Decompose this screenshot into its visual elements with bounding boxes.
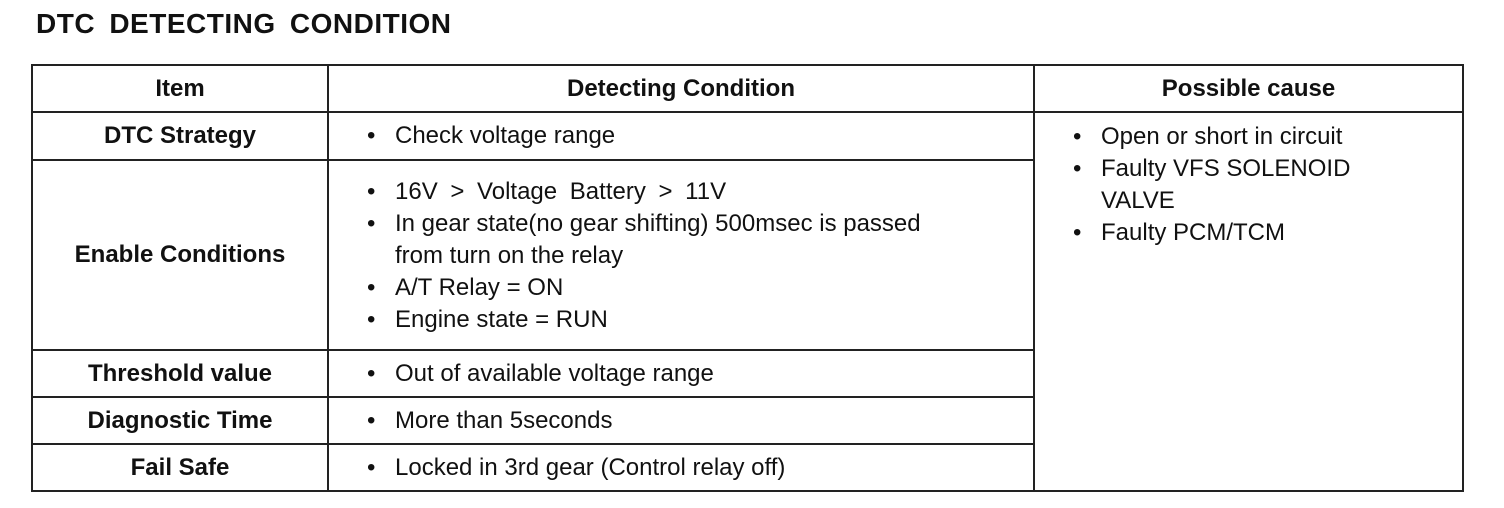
condition-item: More than 5seconds <box>367 405 1033 437</box>
condition-list: More than 5seconds <box>367 405 1033 437</box>
table-row: Diagnostic Time More than 5seconds <box>31 396 1463 445</box>
condition-list: Locked in 3rd gear (Control relay off) <box>367 452 1033 484</box>
condition-item: Check voltage range <box>367 120 1033 152</box>
table-row: Threshold value Out of available voltage… <box>31 349 1463 398</box>
condition-item: In gear state(no gear shifting) 500msec … <box>367 208 925 272</box>
table-header-row: Item Detecting Condition Possible cause <box>31 64 1464 113</box>
row-label-dtc-strategy: DTC Strategy <box>31 111 329 161</box>
condition-item: Locked in 3rd gear (Control relay off) <box>367 452 1033 484</box>
condition-list: 16V > Voltage Battery > 11V In gear stat… <box>367 176 1033 336</box>
condition-cell: Out of available voltage range <box>327 349 1035 398</box>
dtc-condition-table: Item Detecting Condition Possible cause … <box>31 64 1464 492</box>
condition-list: Check voltage range <box>367 120 1033 152</box>
cause-item: Open or short in circuit <box>1073 121 1462 153</box>
condition-item: Out of available voltage range <box>367 358 1033 390</box>
header-detecting-condition: Detecting Condition <box>327 64 1035 113</box>
cause-list: Open or short in circuit Faulty VFS SOLE… <box>1073 121 1462 249</box>
table-row: Fail Safe Locked in 3rd gear (Control re… <box>31 443 1463 492</box>
row-label-diagnostic-time: Diagnostic Time <box>31 396 329 445</box>
cause-item: Faulty VFS SOLENOID VALVE <box>1073 153 1401 217</box>
header-possible-cause: Possible cause <box>1033 64 1464 113</box>
condition-cell: 16V > Voltage Battery > 11V In gear stat… <box>327 159 1035 351</box>
row-label-fail-safe: Fail Safe <box>31 443 329 492</box>
cause-item: Faulty PCM/TCM <box>1073 217 1462 249</box>
condition-list: Out of available voltage range <box>367 358 1033 390</box>
row-label-threshold-value: Threshold value <box>31 349 329 398</box>
possible-cause-cell: Open or short in circuit Faulty VFS SOLE… <box>1033 111 1464 492</box>
condition-cell: Check voltage range <box>327 111 1035 161</box>
condition-item: 16V > Voltage Battery > 11V <box>367 176 1033 208</box>
condition-cell: Locked in 3rd gear (Control relay off) <box>327 443 1035 492</box>
table-row: DTC Strategy Check voltage range Open or… <box>31 111 1464 492</box>
condition-cell: More than 5seconds <box>327 396 1035 445</box>
page-title: DTC DETECTING CONDITION <box>36 8 452 39</box>
condition-item: Engine state = RUN <box>367 304 1033 336</box>
row-label-enable-conditions: Enable Conditions <box>31 159 329 351</box>
header-item: Item <box>31 64 329 113</box>
table-row: Enable Conditions 16V > Voltage Battery … <box>31 159 1463 351</box>
condition-item: A/T Relay = ON <box>367 272 1033 304</box>
